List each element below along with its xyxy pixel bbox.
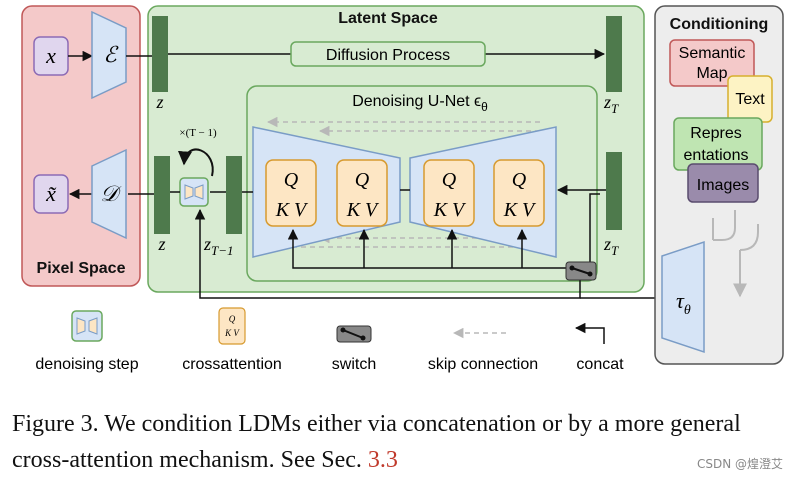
svg-text:K V: K V — [275, 199, 309, 221]
legend-switch: switch — [332, 325, 376, 373]
svg-text:entations: entations — [684, 147, 749, 164]
svg-text:Q: Q — [229, 314, 236, 324]
svg-text:Images: Images — [697, 177, 749, 194]
svg-text:ℰ: ℰ — [103, 42, 119, 67]
svg-text:Repres: Repres — [690, 125, 742, 142]
latent-zT-top: zT — [603, 16, 622, 116]
images-box: Images — [687, 163, 759, 203]
figure-caption: Figure 3. We condition LDMs either via c… — [12, 411, 741, 473]
svg-text:K V: K V — [224, 328, 240, 338]
qkv-block-3: Q K V — [423, 159, 475, 227]
latent-zT-bottom: zT — [603, 152, 622, 258]
svg-text:x: x — [45, 43, 56, 68]
svg-text:z: z — [157, 234, 165, 254]
svg-text:Map: Map — [696, 65, 727, 82]
svg-text:τθ: τθ — [676, 288, 691, 318]
svg-text:Q: Q — [442, 169, 457, 191]
svg-text:K V: K V — [503, 199, 537, 221]
svg-text:crossattention: crossattention — [182, 356, 282, 373]
svg-text:zT−1: zT−1 — [203, 234, 234, 258]
svg-text:Diffusion Process: Diffusion Process — [326, 47, 450, 64]
svg-text:Q: Q — [355, 169, 370, 191]
qkv-block-1: Q K V — [265, 159, 317, 227]
repeat-label: ×(T − 1) — [179, 127, 217, 139]
svg-text:𝒟: 𝒟 — [100, 181, 122, 206]
input-x: x — [33, 36, 69, 76]
svg-text:Q: Q — [512, 169, 527, 191]
text-box: Text — [727, 75, 773, 123]
switch-symbol — [565, 261, 597, 281]
conditioning-merge-arrows — [712, 210, 759, 298]
svg-text:zT: zT — [603, 234, 619, 258]
svg-text:concat: concat — [576, 356, 624, 373]
conditioning-paths — [194, 193, 660, 299]
legend: denoising step Q K V crossattention swit… — [35, 307, 624, 373]
svg-text:zT: zT — [603, 92, 619, 116]
qkv-block-4: Q K V — [493, 159, 545, 227]
qkv-block-2: Q K V — [336, 159, 388, 227]
svg-text:x̃: x̃ — [45, 181, 56, 206]
svg-text:Semantic: Semantic — [679, 45, 746, 62]
ldm-diagram: Pixel Space x ℰ x̃ 𝒟 Latent Space z Diff… — [21, 5, 784, 373]
legend-concat: concat — [574, 322, 624, 373]
svg-text:K V: K V — [346, 199, 380, 221]
svg-text:K V: K V — [433, 199, 467, 221]
denoising-step-icon — [179, 177, 209, 207]
latent-space-title: Latent Space — [338, 10, 438, 27]
conditioning-title: Conditioning — [670, 16, 769, 33]
representations-box: Repres entations — [673, 117, 763, 171]
legend-skip-connection: skip connection — [428, 327, 538, 373]
pixel-space-title: Pixel Space — [37, 260, 126, 277]
svg-text:skip connection: skip connection — [428, 356, 538, 373]
output-x-tilde: x̃ — [33, 174, 69, 214]
latent-z-top: z — [152, 16, 168, 112]
latent-z-bottom: z — [154, 156, 170, 254]
watermark: CSDN @煌澄艾 — [696, 457, 783, 471]
diffusion-process-box: Diffusion Process — [290, 41, 486, 67]
legend-crossattention: Q K V crossattention — [182, 307, 282, 373]
svg-text:Text: Text — [735, 91, 765, 108]
encoder: ℰ — [91, 10, 127, 100]
svg-text:Q: Q — [284, 169, 299, 191]
tau-encoder: τθ — [661, 240, 705, 354]
svg-text:z: z — [155, 92, 163, 112]
svg-text:denoising step: denoising step — [35, 356, 138, 373]
latent-zTm1: zT−1 — [203, 156, 242, 258]
semantic-map-box: Semantic Map — [669, 39, 755, 87]
svg-text:switch: switch — [332, 356, 376, 373]
svg-text:Denoising U-Net ϵθ: Denoising U-Net ϵθ — [352, 93, 488, 114]
skip-connections — [266, 116, 540, 253]
legend-denoising-step: denoising step — [35, 310, 139, 373]
decoder: 𝒟 — [91, 148, 127, 240]
section-ref-link[interactable]: 3.3 — [367, 447, 398, 473]
